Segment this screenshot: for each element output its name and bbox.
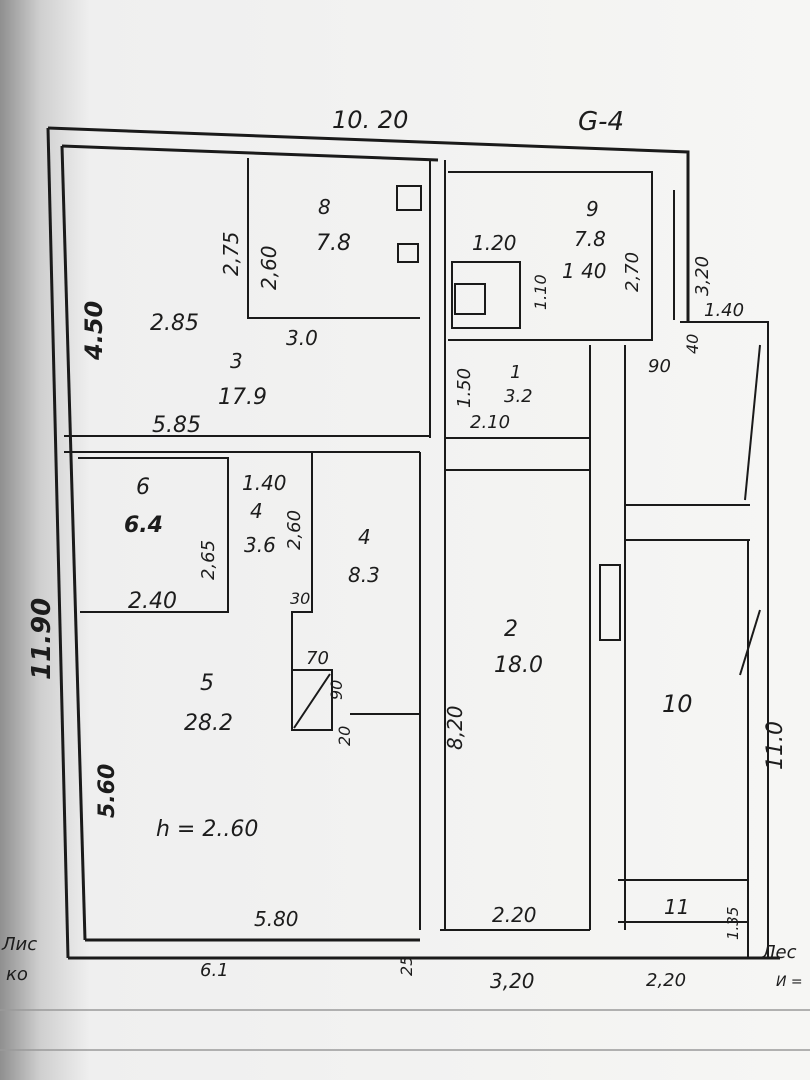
room-8-area: 7.8 (316, 231, 351, 256)
room-3-area: 17.9 (218, 385, 267, 410)
room-4-number: 4 (358, 525, 371, 549)
room-1-2-walls (440, 345, 626, 931)
room-8-dim-height: 2,60 (257, 245, 281, 290)
room-4a-dim-2: 2,60 (284, 510, 305, 550)
bottom-room5-label: 5.80 (254, 907, 299, 931)
left-total-label: 11.90 (27, 598, 57, 680)
room-10-length: 11.0 (763, 721, 788, 770)
room-4a-area: 3.6 (244, 533, 276, 557)
room-9-dim-3: 1 40 (562, 259, 607, 283)
room-3-number: 3 (230, 349, 243, 373)
room-6-dim-2: 2.40 (128, 589, 177, 614)
dim-140b-label: 1.40 (704, 300, 744, 321)
room-8-walls (247, 158, 446, 438)
room-8-number: 8 (318, 195, 331, 219)
room-6-dim-1: 2,65 (198, 540, 219, 580)
room-9-walls (448, 171, 675, 341)
bottom-right-label: 2,20 (646, 970, 686, 991)
room-4-area: 8.3 (348, 563, 380, 587)
room-9-number: 9 (586, 197, 599, 221)
stair-dim-90: 90 (327, 680, 346, 700)
room-2-number: 2 (504, 617, 518, 642)
room-4-dim: 30 (290, 589, 310, 608)
stair-dim-20: 20 (335, 726, 354, 746)
room-6-area: 6.4 (124, 513, 163, 538)
room-11-number: 11 (664, 895, 689, 919)
left-rooms-walls (64, 435, 430, 930)
margin-note-2-label: И = (776, 974, 803, 990)
room-9-dim-4: 2,70 (622, 252, 643, 292)
room-3-dim-c: 5.85 (152, 413, 201, 438)
room-2-dim: 8,20 (443, 705, 467, 750)
room-10-11-walls (618, 321, 769, 958)
ceiling-height-label: h = 2..60 (156, 817, 258, 842)
room-1-area: 3.2 (504, 386, 533, 407)
room-10-number: 10 (662, 690, 693, 718)
stair-dim-70: 70 (306, 648, 329, 669)
left-height-top-label: 4.50 (80, 301, 108, 361)
room-9-dim-2: 1.10 (531, 274, 550, 310)
corner-mark-label: G-4 (578, 107, 624, 137)
room-2-area: 18.0 (494, 653, 543, 678)
room-2-width: 2.20 (492, 903, 537, 927)
dim-40-label: 40 (683, 334, 702, 354)
room-6-number: 6 (136, 475, 150, 500)
bottom-small-label: 25 (397, 956, 416, 976)
paper-grid (0, 1009, 810, 1051)
room-3-dim-a: 2,75 (219, 231, 243, 276)
top-width-label: 10. 20 (332, 106, 408, 134)
outer-walls (46, 126, 780, 960)
left-margin-a-label: Лис (1, 934, 37, 955)
room-4a-number: 4 (250, 499, 263, 523)
room-5-number: 5 (200, 671, 214, 696)
dim-90-label: 90 (648, 356, 671, 377)
margin-note-label: Лес (761, 942, 797, 963)
dim-320-label: 3,20 (692, 256, 713, 296)
plan-labels: 10. 20 G-4 8 7.8 2,60 3.0 2,75 2.85 3 17… (1, 106, 803, 993)
room-9-area: 7.8 (574, 227, 606, 251)
room-9-dim-1: 1.20 (472, 231, 517, 255)
room-1-dim-1: 1.50 (454, 368, 475, 408)
room-1-number: 1 (510, 362, 521, 383)
left-margin-b-label: ко (6, 964, 28, 985)
bottom-mid-label: 3,20 (490, 969, 535, 993)
room-4a-dim: 1.40 (242, 471, 287, 495)
room-5-area: 28.2 (184, 711, 233, 736)
bottom-left-label: 6.1 (200, 960, 229, 981)
room-1-dim-2: 2.10 (470, 412, 510, 433)
room-8-dim-width: 3.0 (286, 326, 318, 350)
left-height-bot-label: 5.60 (95, 764, 120, 818)
room-11-dim: 1.35 (724, 907, 742, 940)
room-3-dim-b: 2.85 (150, 311, 199, 336)
